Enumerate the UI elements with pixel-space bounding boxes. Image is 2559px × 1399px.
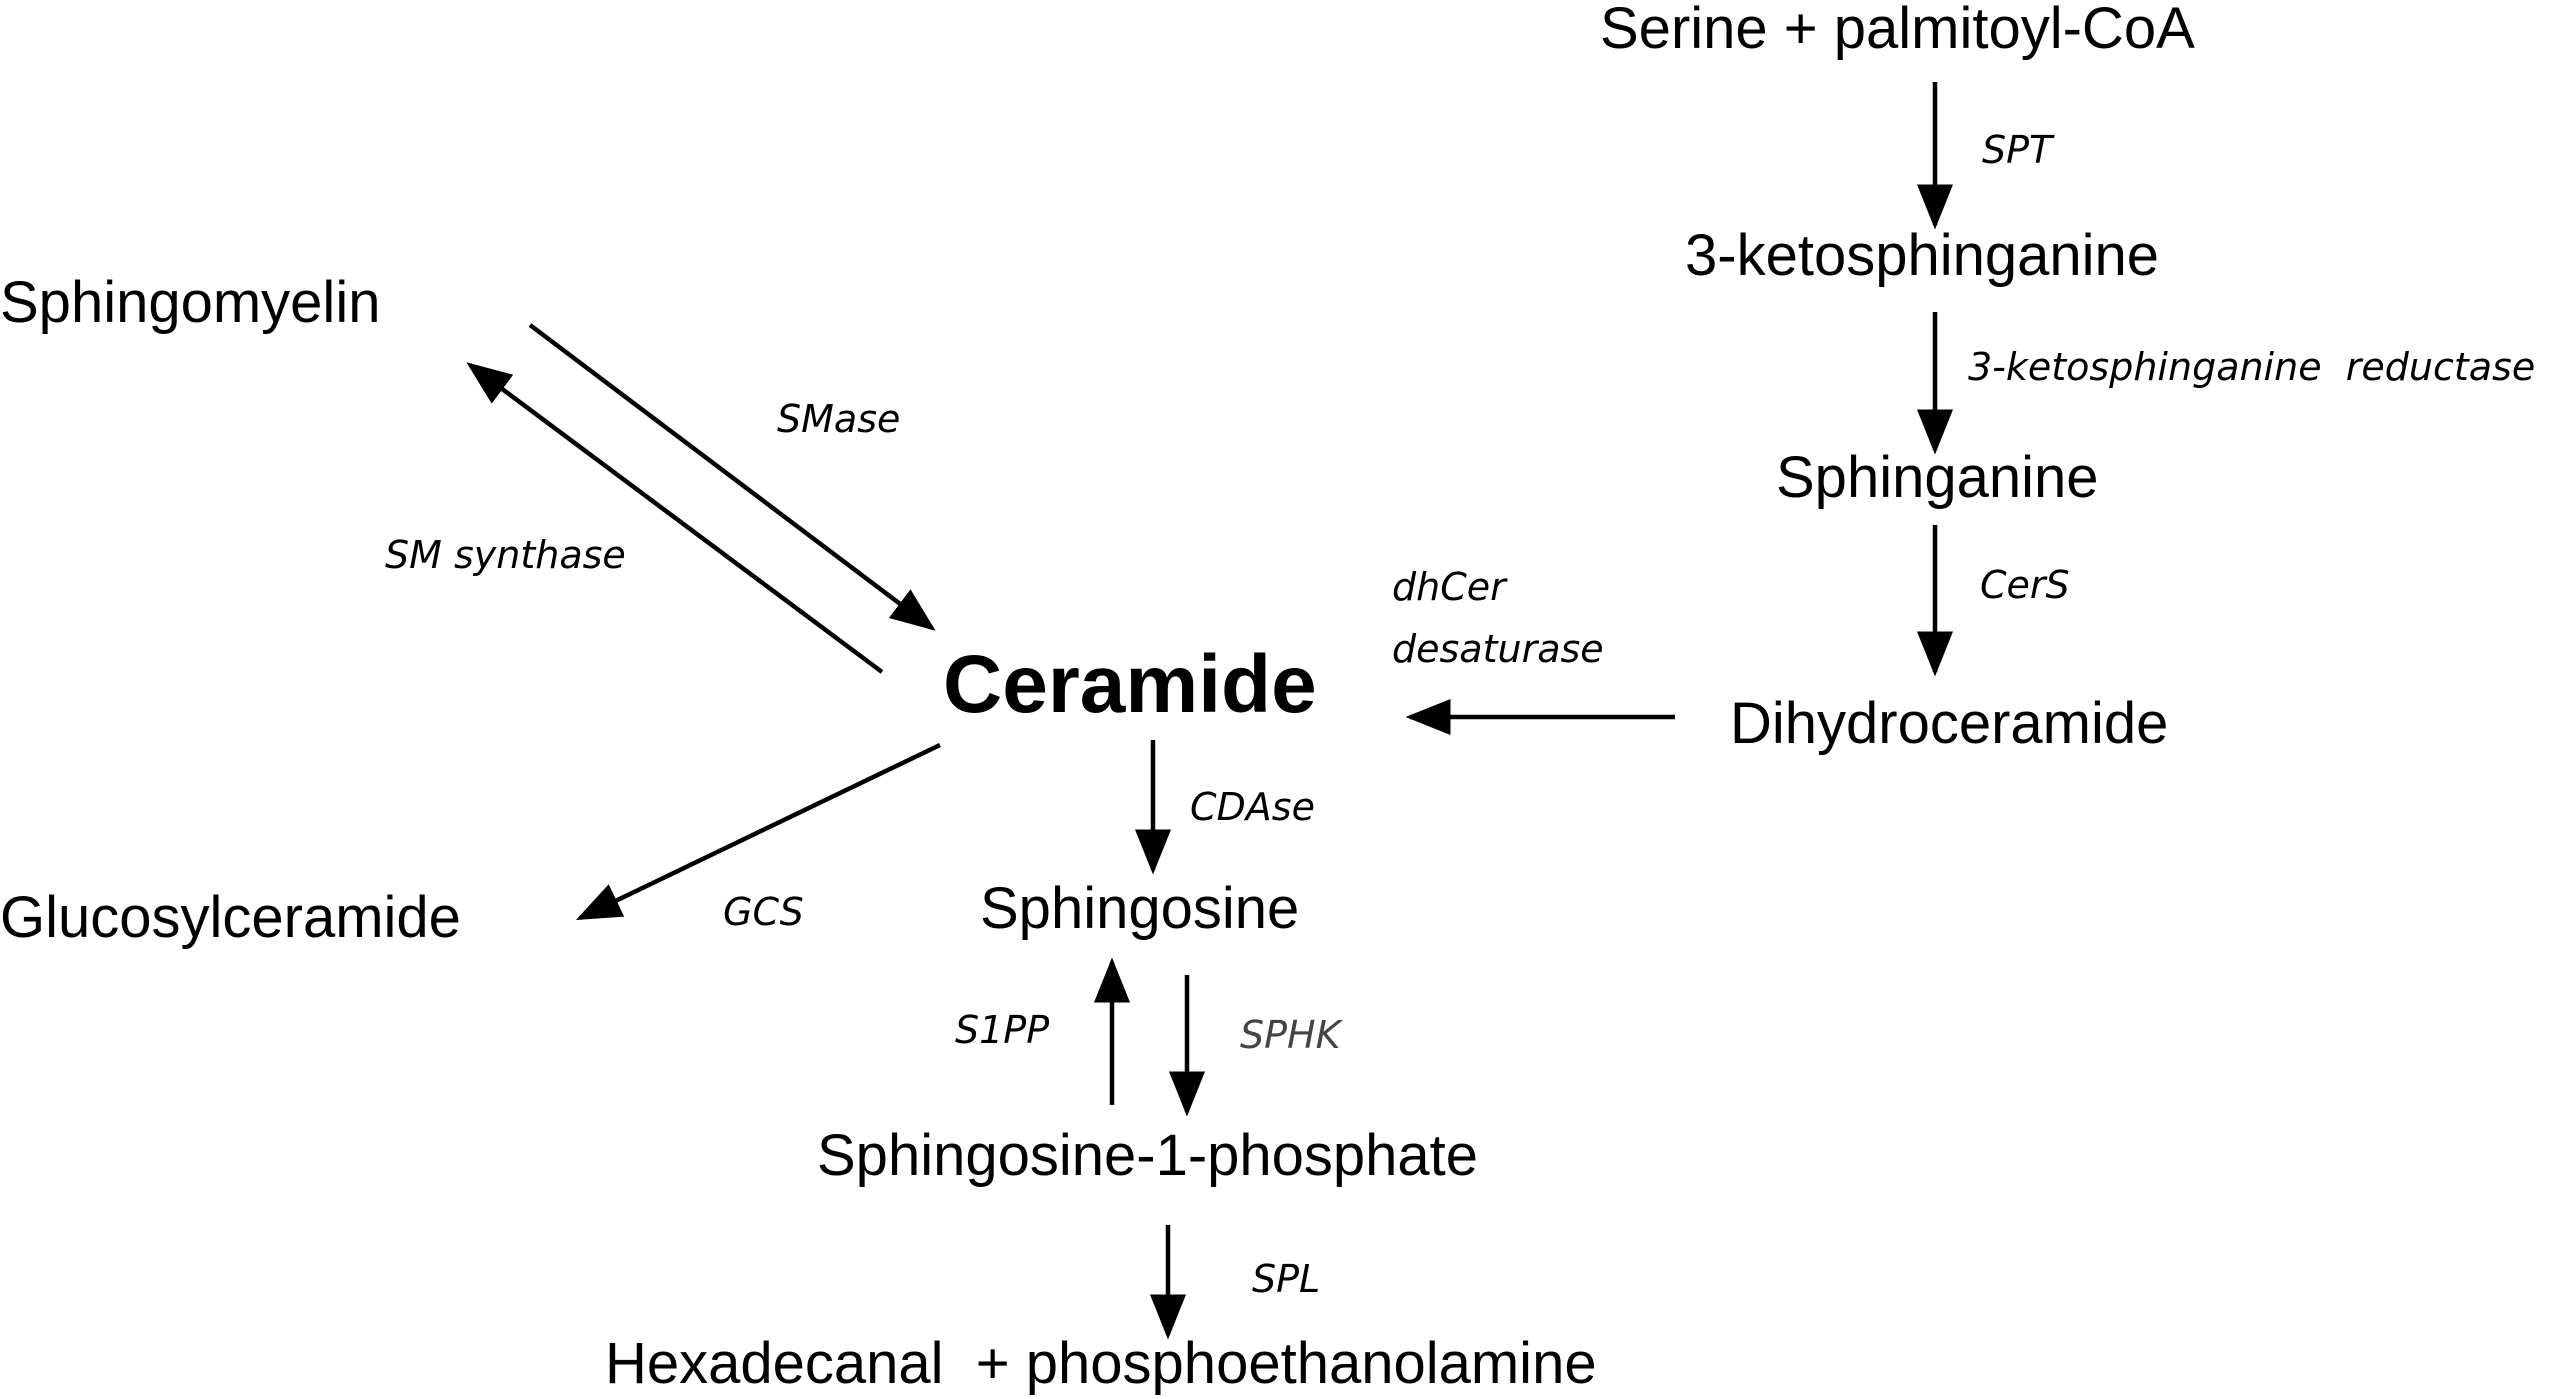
node-serine-palmitoyl-coa: Serine + palmitoyl-CoA	[1600, 0, 2195, 61]
enzyme-gcs: GCS	[723, 890, 804, 934]
enzyme-cers: CerS	[1980, 563, 2070, 607]
arrow-ceramide-to-sphingomyelin	[466, 362, 884, 674]
enzyme-sm-synthase: SM synthase	[385, 533, 626, 577]
node-hexadecanal-phosphoethanolamine: Hexadecanal + phosphoethanolamine	[605, 1331, 1597, 1396]
node-dihydroceramide: Dihydroceramide	[1730, 691, 2168, 756]
node-ketosphinganine: 3-ketosphinganine	[1685, 223, 2159, 288]
arrows-group	[466, 82, 1953, 1340]
enzyme-dhcer-desaturase-line1: dhCer	[1392, 565, 1508, 609]
enzyme-smase: SMase	[777, 397, 900, 441]
enzyme-cdase: CDAse	[1190, 785, 1315, 829]
node-ceramide: Ceramide	[943, 639, 1317, 730]
enzyme-ketosphinganine-reductase: 3-ketosphinganine reductase	[1968, 345, 2535, 389]
enzyme-s1pp: S1PP	[955, 1008, 1049, 1052]
enzyme-spt: SPT	[1982, 128, 2055, 172]
enzyme-spl: SPL	[1252, 1257, 1320, 1301]
node-sphingosine-1-phosphate: Sphingosine-1-phosphate	[817, 1123, 1478, 1188]
node-glucosylceramide: Glucosylceramide	[0, 885, 461, 950]
node-sphingosine: Sphingosine	[980, 876, 1299, 941]
enzyme-labels: SPT 3-ketosphinganine reductase CerS dhC…	[385, 128, 2535, 1301]
node-sphingomyelin: Sphingomyelin	[0, 270, 380, 335]
arrow-sphingomyelin-to-ceramide	[528, 323, 936, 631]
enzyme-dhcer-desaturase-line2: desaturase	[1392, 627, 1604, 671]
metabolite-nodes: Serine + palmitoyl-CoA 3-ketosphinganine…	[0, 0, 2195, 1396]
arrow-ceramide-to-glucosylceramide	[575, 742, 941, 921]
node-sphinganine: Sphinganine	[1776, 445, 2099, 510]
enzyme-sphk: SPHK	[1240, 1013, 1344, 1057]
